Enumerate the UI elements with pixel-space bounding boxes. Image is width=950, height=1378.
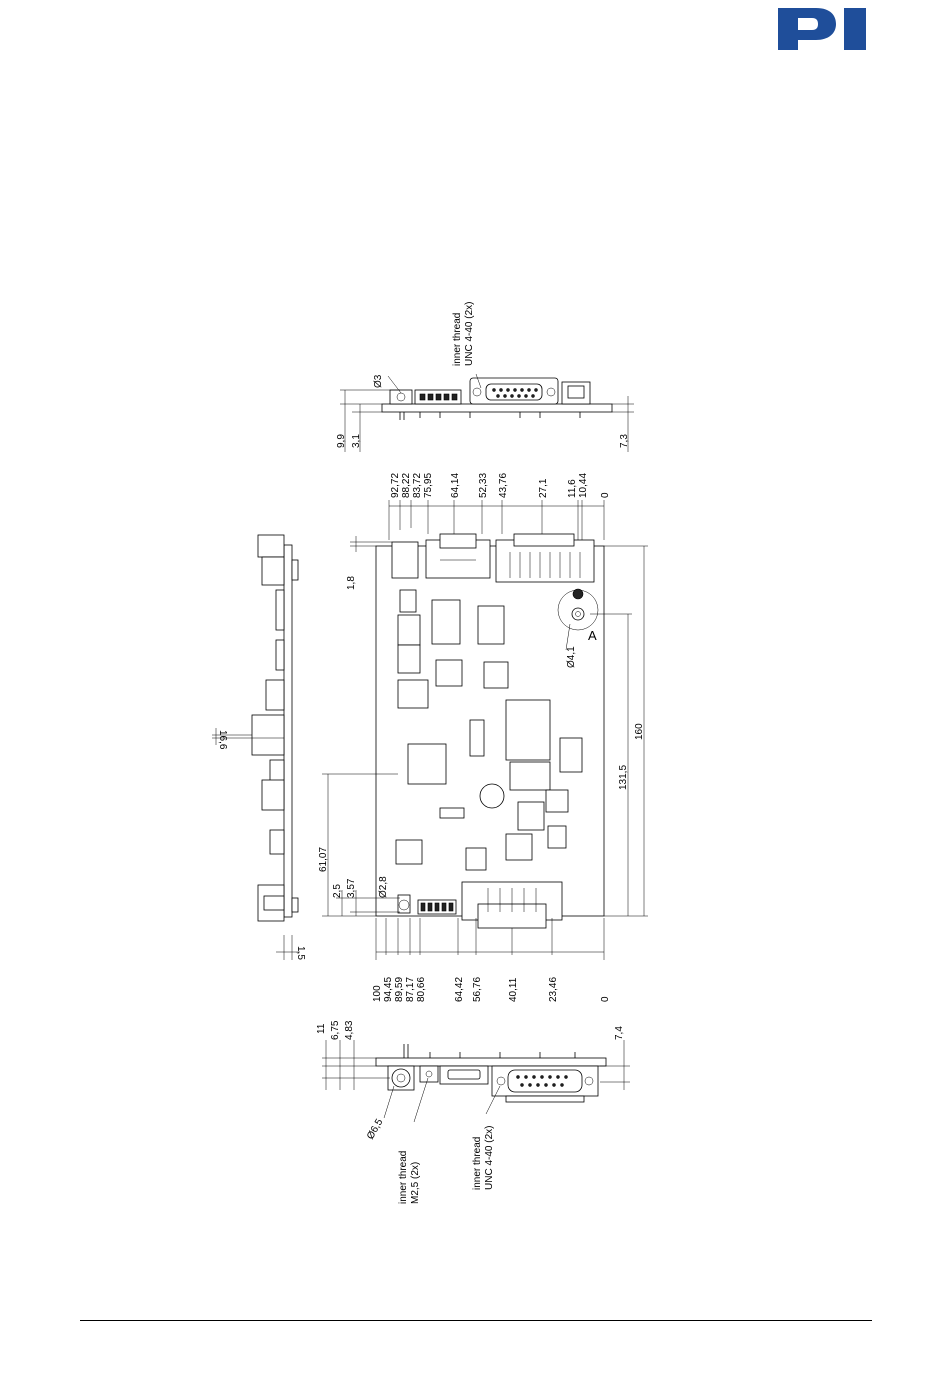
dim-160: 160: [634, 723, 645, 740]
dim-bot-0: 0: [600, 996, 611, 1002]
dim-dia-2-8: Ø2,8: [378, 876, 389, 898]
bottom-end-view: 11 6,75 4,83 7,4 Ø6,5 inner thread M2,5 …: [316, 1020, 630, 1204]
top-end-view: 9,9 3,1 Ø3 7,3 inner thread UNC 4-40 (2x…: [336, 302, 634, 452]
dim-6-75: 6,75: [330, 1020, 341, 1040]
component: [510, 762, 550, 790]
component: [470, 720, 484, 756]
footer-rule: [80, 1320, 872, 1321]
component: [398, 615, 420, 645]
dim-bot-89-59: 89,59: [394, 977, 405, 1002]
dim-2-5: 2,5: [332, 884, 343, 898]
component: [398, 645, 420, 673]
dim-11: 11: [316, 1023, 327, 1034]
component: [436, 660, 462, 686]
component: [398, 680, 428, 708]
dim-4-83: 4,83: [344, 1020, 355, 1040]
dim-top-52-33: 52,33: [478, 473, 489, 498]
dim-top-83-72: 83,72: [412, 473, 423, 498]
dim-bot-56-76: 56,76: [472, 977, 483, 1002]
pcb-profile: [284, 545, 292, 917]
dim-61-07: 61,07: [318, 847, 329, 872]
side-profile-view: 16,6 1,5: [212, 535, 306, 960]
component: [548, 826, 566, 848]
dim-7-4: 7,4: [614, 1026, 625, 1040]
label-inner-thread-unc: inner thread: [472, 1137, 483, 1190]
inductor-2: [478, 606, 504, 644]
dim-1-5: 1,5: [295, 946, 306, 960]
dsub-shell: [486, 384, 542, 400]
label-inner-thread-m25: inner thread: [398, 1151, 409, 1204]
label-inner-thread: inner thread: [452, 313, 463, 366]
capacitor: [480, 784, 504, 808]
dim-top-64-14: 64,14: [450, 473, 461, 498]
dim-3-1: 3,1: [351, 434, 362, 448]
dim-top-43-76: 43,76: [498, 473, 509, 498]
dim-dia-4-1: Ø4,1: [566, 646, 577, 668]
inductor-1: [432, 600, 460, 644]
power-jack: [390, 390, 412, 404]
power-jack: [392, 542, 418, 578]
processor: [506, 700, 550, 760]
dim-16-6: 16,6: [217, 730, 228, 750]
label-unc-thread-bottom: UNC 4-40 (2x): [484, 1126, 495, 1190]
detail-a-label: A: [588, 628, 597, 643]
pcb-edge: [376, 1058, 606, 1066]
component: [546, 790, 568, 812]
chip-main: [408, 744, 446, 784]
dim-top-75-95: 75,95: [423, 473, 434, 498]
label-unc-thread: UNC 4-40 (2x): [464, 302, 475, 366]
dim-bot-64-42: 64,42: [454, 977, 465, 1002]
component: [560, 738, 582, 772]
dim-dia-6-5: Ø6,5: [365, 1117, 386, 1142]
side-connector-top: [258, 535, 284, 557]
component: [518, 802, 544, 830]
dim-top-27-1: 27,1: [538, 478, 549, 498]
dim-top-10-44: 10,44: [578, 473, 589, 498]
dim-bot-94-45: 94,45: [383, 977, 394, 1002]
label-m25-thread: M2,5 (2x): [410, 1162, 421, 1204]
dim-top-0: 0: [600, 492, 611, 498]
dim-top-92-72: 92,72: [390, 473, 401, 498]
dim-bot-80-66: 80,66: [416, 977, 427, 1002]
component: [440, 808, 464, 818]
dim-bot-23-46: 23,46: [548, 977, 559, 1002]
component: [506, 834, 532, 860]
dim-top-88-22: 88,22: [401, 473, 412, 498]
side-chip-tall: [252, 715, 284, 755]
component: [396, 840, 422, 864]
component: [484, 662, 508, 688]
dim-top-11-6: 11,6: [567, 479, 578, 498]
component: [466, 848, 486, 870]
dim-dia-3: Ø3: [373, 374, 384, 388]
dim-3-57: 3,57: [346, 878, 357, 898]
dim-131-5: 131,5: [618, 765, 629, 790]
dim-bot-40-11: 40,11: [508, 977, 519, 1002]
dim-9-9: 9,9: [336, 434, 347, 448]
dim-7-3: 7,3: [619, 434, 630, 448]
component: [400, 590, 416, 612]
pcb-edge: [382, 404, 612, 412]
dim-1-8: 1,8: [346, 576, 357, 590]
main-board-view: A 92,72 88,22 83,72 75,95 64,14 52,33 43…: [318, 473, 648, 1002]
dim-bot-87-17: 87,17: [405, 977, 416, 1002]
dim-bot-100: 100: [372, 985, 383, 1002]
